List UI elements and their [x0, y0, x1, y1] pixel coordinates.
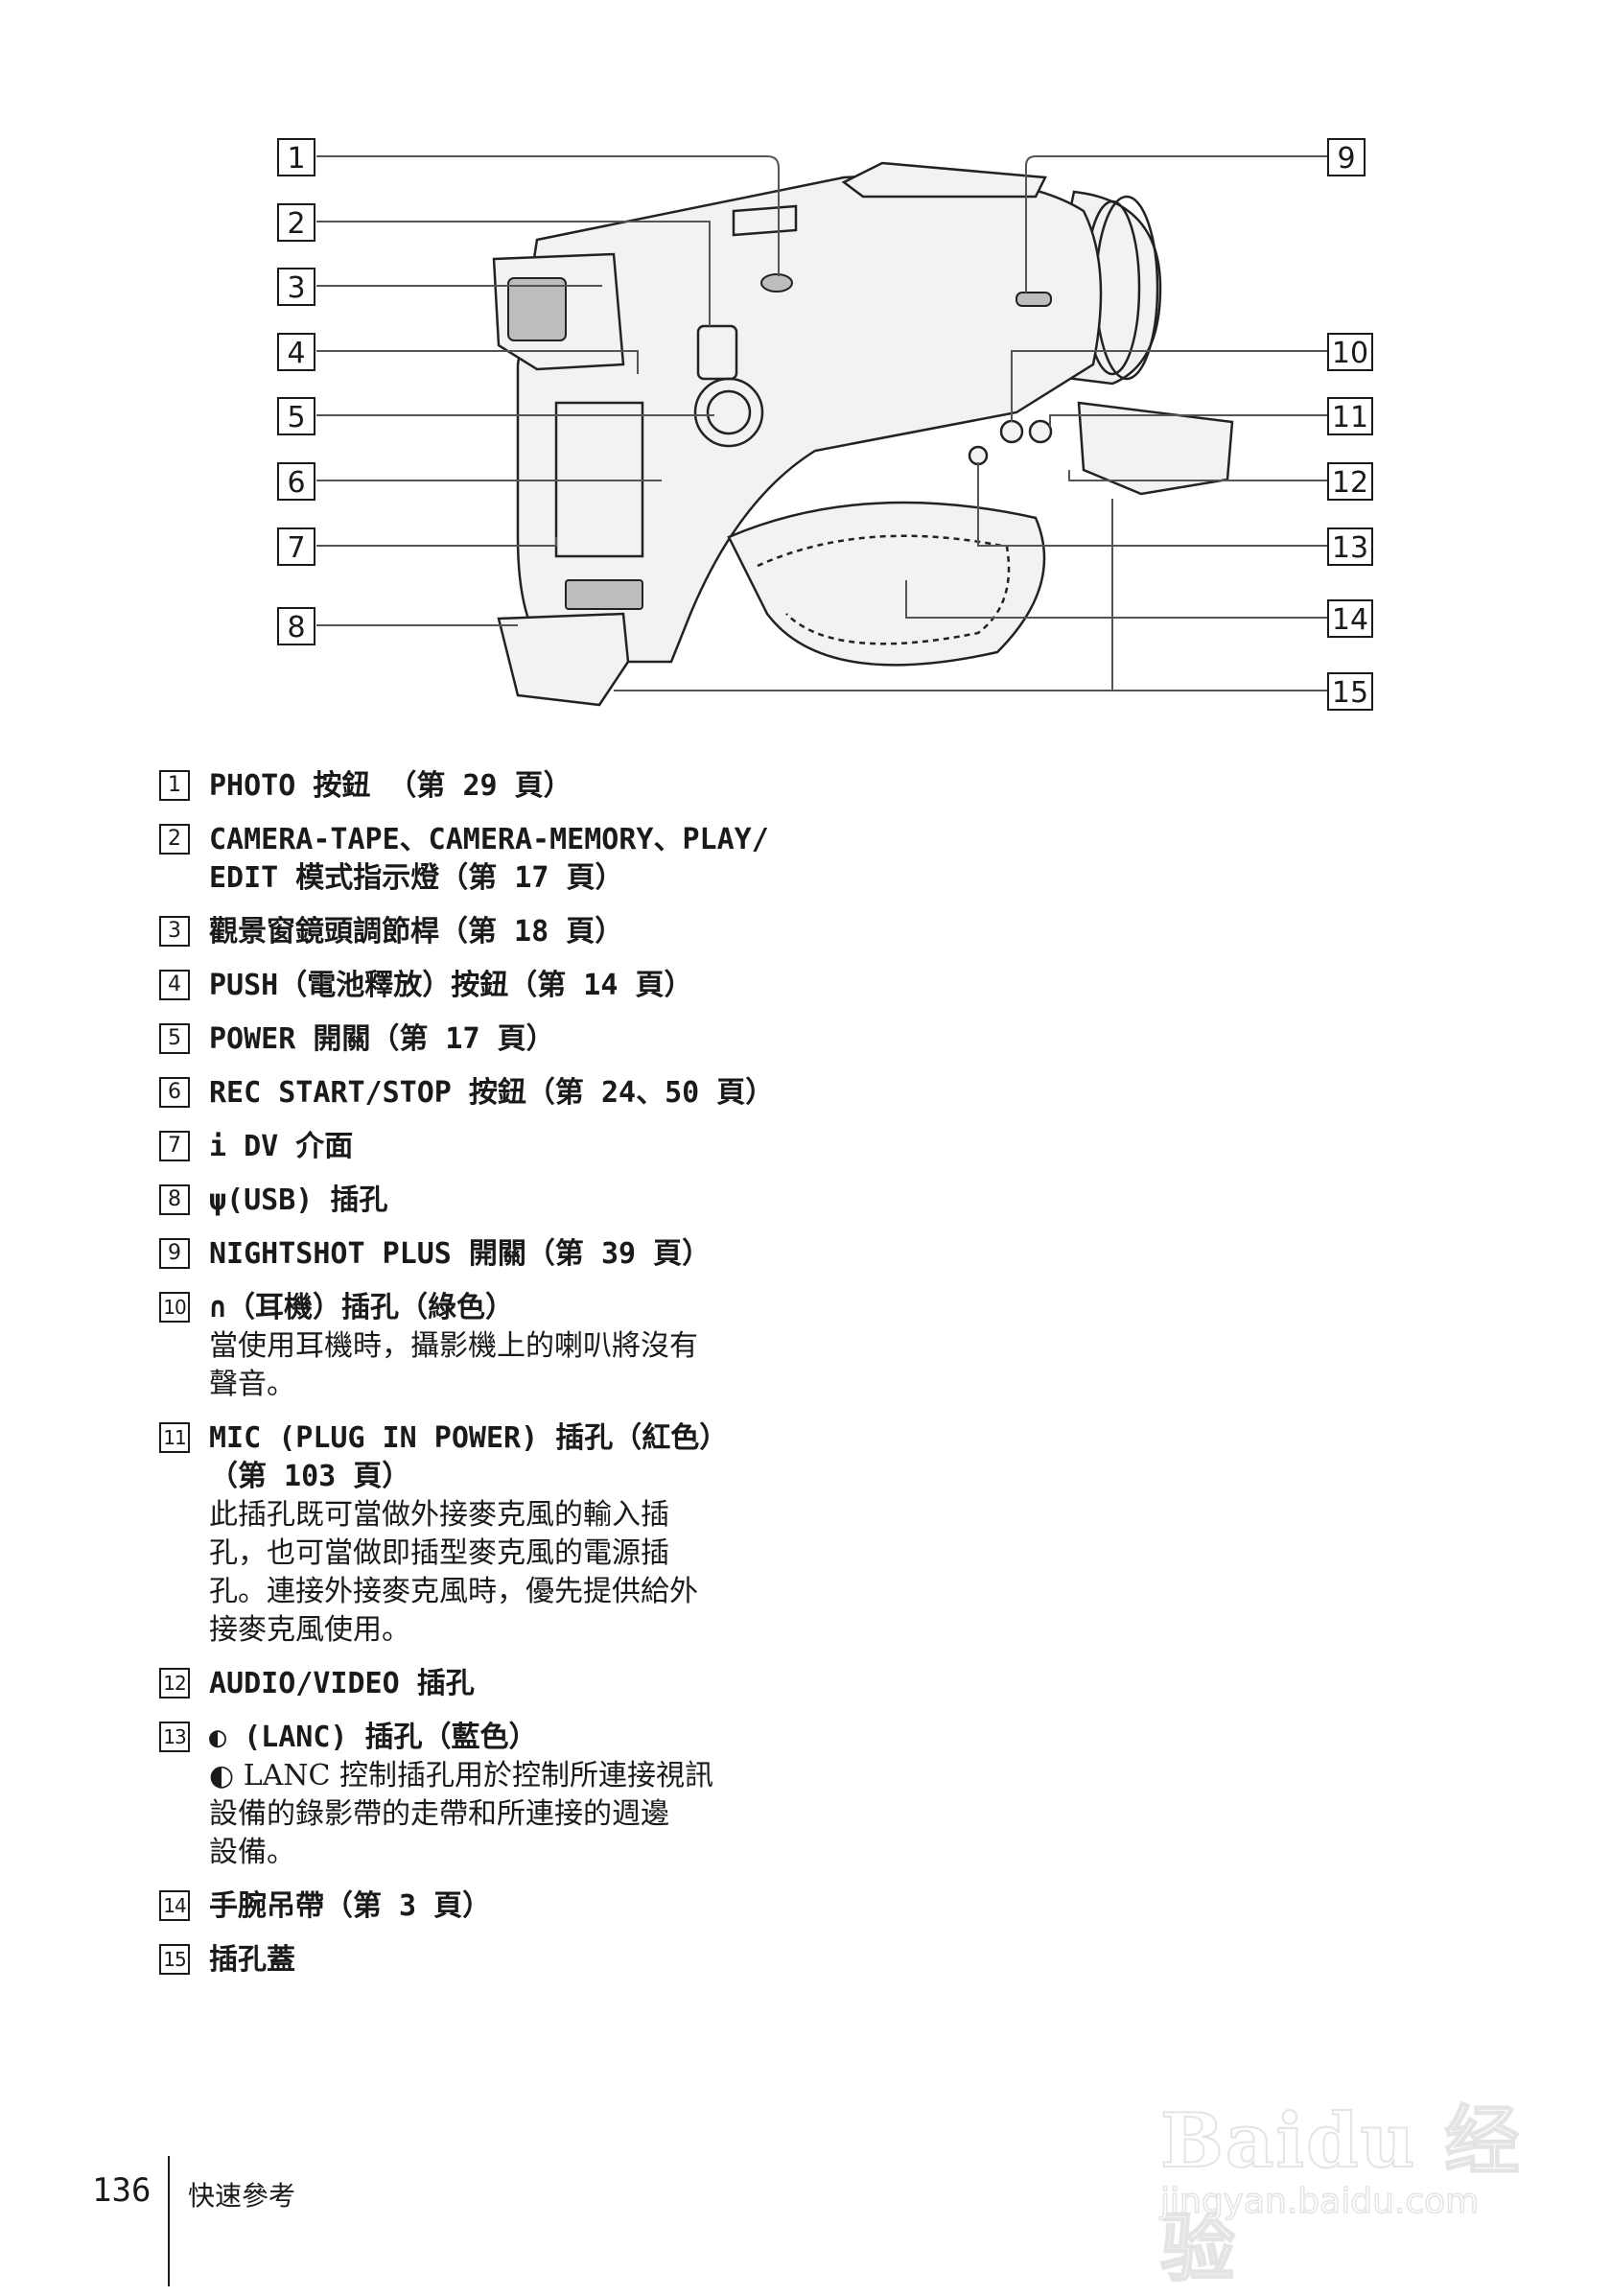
camcorder-illustration [492, 161, 1234, 707]
legend-item-11: 11 MIC (PLUG IN POWER) 插孔（紅色） （第 103 頁）此插… [159, 1419, 830, 1650]
legend-item-7: 7 i DV 介面 [159, 1128, 830, 1166]
legend-item-14: 14 手腕吊帶（第 3 頁） [159, 1887, 830, 1926]
svg-text:8: 8 [287, 611, 305, 644]
callout-15: 15 [1327, 672, 1373, 711]
item-label: MIC (PLUG IN POWER) 插孔（紅色） （第 103 頁） [209, 1421, 729, 1493]
item-label: REC START/STOP 按鈕（第 24、50 頁） [209, 1076, 775, 1110]
legend-item-5: 5 POWER 開關（第 17 頁） [159, 1020, 830, 1059]
legend-item-10: 10 ∩（耳機）插孔（綠色） 當使用耳機時，攝影機上的喇叭將沒有 聲音。 [159, 1289, 830, 1404]
svg-text:10: 10 [1332, 337, 1368, 370]
svg-text:5: 5 [287, 401, 305, 434]
callout-numbers: 1 2 3 4 5 6 7 8 9 10 11 12 13 14 15 [277, 138, 1373, 711]
svg-text:11: 11 [1332, 401, 1368, 434]
svg-text:15: 15 [1332, 676, 1368, 710]
item-label: 觀景窗鏡頭調節桿（第 18 頁） [209, 915, 624, 949]
item-description: ◐ LANC 控制插孔用於控制所連接視訊 設備的錄影帶的走帶和所連接的週邊 設備… [209, 1759, 714, 1869]
item-label: CAMERA-TAPE、CAMERA-MEMORY、PLAY/ EDIT 模式指… [209, 823, 769, 895]
item-label: 插孔蓋 [209, 1943, 295, 1977]
item-label: ∩（耳機）插孔（綠色） [209, 1291, 515, 1324]
legend-item-15: 15 插孔蓋 [159, 1941, 830, 1980]
callout-4: 4 [277, 333, 315, 371]
item-label: NIGHTSHOT PLUS 開關（第 39 頁） [209, 1237, 712, 1271]
callout-13: 13 [1327, 527, 1373, 566]
item-number: 2 [159, 824, 190, 855]
svg-text:14: 14 [1332, 603, 1368, 637]
section-title: 快速參考 [188, 2180, 296, 2212]
callout-2: 2 [277, 203, 315, 242]
page-number: 136 [92, 2171, 152, 2210]
item-label: AUDIO/VIDEO 插孔 [209, 1667, 475, 1700]
legend-item-6: 6 REC START/STOP 按鈕（第 24、50 頁） [159, 1074, 830, 1113]
callout-3: 3 [277, 268, 315, 306]
item-description: 當使用耳機時，攝影機上的喇叭將沒有 聲音。 [209, 1329, 698, 1401]
callout-1: 1 [277, 138, 315, 176]
item-number: 13 [159, 1722, 190, 1752]
svg-text:13: 13 [1332, 531, 1368, 565]
leader-lines [316, 155, 1328, 691]
svg-text:9: 9 [1337, 142, 1355, 176]
item-number: 14 [159, 1890, 190, 1921]
footer-divider [168, 2156, 170, 2286]
callout-10: 10 [1327, 333, 1373, 371]
svg-text:6: 6 [287, 466, 305, 500]
callout-5: 5 [277, 397, 315, 435]
item-label: PUSH（電池釋放）按鈕（第 14 頁） [209, 969, 693, 1002]
callout-9: 9 [1327, 138, 1366, 176]
callout-6: 6 [277, 462, 315, 501]
legend-item-4: 4 PUSH（電池釋放）按鈕（第 14 頁） [159, 967, 830, 1005]
item-label: POWER 開關（第 17 頁） [209, 1022, 555, 1056]
callout-14: 14 [1327, 599, 1373, 638]
camcorder-diagram: 1 2 3 4 5 6 7 8 9 10 11 12 13 14 15 [277, 138, 1373, 711]
legend-item-3: 3 觀景窗鏡頭調節桿（第 18 頁） [159, 913, 830, 951]
svg-text:12: 12 [1332, 466, 1368, 500]
item-number: 3 [159, 916, 190, 947]
baidu-watermark: Baidu 经验 jingyan.baidu.com [1141, 2043, 1544, 2293]
callout-11: 11 [1327, 397, 1373, 435]
svg-text:4: 4 [287, 337, 305, 370]
watermark-url: jingyan.baidu.com [1159, 2181, 1480, 2222]
item-number: 11 [159, 1422, 190, 1453]
legend-item-1: 1 PHOTO 按鈕 （第 29 頁） [159, 767, 830, 806]
item-label: 手腕吊帶（第 3 頁） [209, 1889, 492, 1923]
legend-item-12: 12 AUDIO/VIDEO 插孔 [159, 1665, 830, 1703]
svg-text:7: 7 [287, 531, 305, 565]
svg-text:2: 2 [287, 207, 305, 241]
legend-item-2: 2 CAMERA-TAPE、CAMERA-MEMORY、PLAY/ EDIT 模式… [159, 821, 830, 898]
item-label: i DV 介面 [209, 1130, 354, 1163]
callout-8: 8 [277, 607, 315, 645]
svg-text:3: 3 [287, 271, 305, 305]
item-description: 此插孔既可當做外接麥克風的輸入插 孔，也可當做即插型麥克風的電源插 孔。連接外接… [209, 1498, 698, 1647]
watermark-logo: Baidu 经验 [1159, 2097, 1522, 2293]
parts-legend: 1 PHOTO 按鈕 （第 29 頁） 2 CAMERA-TAPE、CAMERA-M… [159, 767, 830, 1995]
legend-item-9: 9 NIGHTSHOT PLUS 開關（第 39 頁） [159, 1235, 830, 1274]
item-label: ψ(USB) 插孔 [209, 1183, 388, 1217]
item-number: 6 [159, 1077, 190, 1108]
item-number: 7 [159, 1131, 190, 1161]
item-label: ◐ (LANC) 插孔（藍色） [209, 1721, 538, 1754]
svg-text:1: 1 [287, 142, 305, 176]
item-number: 8 [159, 1184, 190, 1215]
legend-item-13: 13 ◐ (LANC) 插孔（藍色） ◐ LANC 控制插孔用於控制所連接視訊 設備… [159, 1719, 830, 1872]
item-label: PHOTO 按鈕 （第 29 頁） [209, 769, 572, 803]
item-number: 15 [159, 1944, 190, 1975]
item-number: 4 [159, 970, 190, 1000]
callout-12: 12 [1327, 462, 1373, 501]
callout-7: 7 [277, 527, 315, 566]
item-number: 1 [159, 770, 190, 801]
item-number: 9 [159, 1238, 190, 1269]
item-number: 5 [159, 1023, 190, 1054]
item-number: 12 [159, 1668, 190, 1699]
item-number: 10 [159, 1292, 190, 1323]
legend-item-8: 8 ψ(USB) 插孔 [159, 1182, 830, 1220]
